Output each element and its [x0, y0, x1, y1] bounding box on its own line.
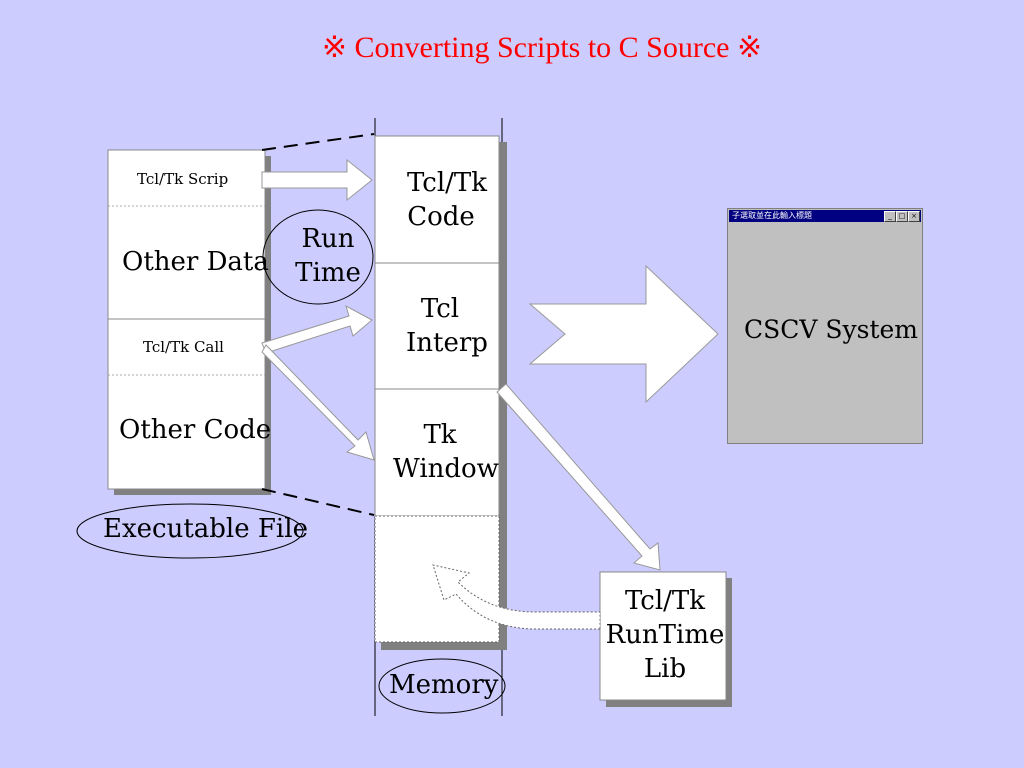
memory-code-line1: Tcl/Tk: [406, 168, 488, 198]
cscv-titlebar: 子選取並在此輸入標題: [729, 210, 921, 222]
executable-file-caption: Executable File: [103, 514, 308, 544]
memory-interp-line2: Interp: [406, 328, 488, 358]
tcl-tk-script-label: Tcl/Tk Scrip: [137, 170, 229, 188]
memory-caption: Memory: [389, 670, 499, 700]
arrow-to-cscv: [528, 264, 719, 404]
slide-title: ※ Converting Scripts to C Source ※: [321, 31, 763, 64]
cscv-window-title: 子選取並在此輸入標題: [732, 211, 812, 220]
runtime-ellipse: [262, 209, 374, 305]
zoom-line-bottom: [261, 488, 375, 516]
arrow-call-to-window: [261, 344, 375, 461]
tcl-tk-call-label: Tcl/Tk Call: [143, 338, 224, 356]
cscv-window: 子選取並在此輸入標題 _ □ × CSCV System: [727, 208, 923, 444]
arrow-call-to-interp: [261, 304, 373, 354]
arrow-interp-to-lib: [496, 383, 661, 571]
memory-interp-label: Tcl Interp: [392, 292, 502, 360]
memory-window-line2: Window: [393, 454, 499, 484]
runtime-label: Run Time: [286, 222, 370, 290]
runtime-lib-line3: Lib: [643, 654, 687, 684]
memory-box: [374, 135, 507, 650]
other-code-label: Other Code: [119, 415, 272, 445]
executable-file-box: [107, 149, 271, 495]
runtime-lib-label: Tcl/Tk RunTime Lib: [603, 584, 727, 686]
zoom-line-top: [261, 133, 375, 151]
runtime-lib-line2: RunTime: [605, 620, 725, 650]
memory-window-line1: Tk: [423, 420, 457, 450]
memory-interp-line1: Tcl: [420, 294, 460, 324]
runtime-lib-line1: Tcl/Tk: [624, 586, 706, 616]
runtime-label-line2: Time: [295, 258, 361, 288]
runtime-lib-box: [599, 571, 732, 707]
memory-caption-ellipse: [378, 658, 506, 714]
memory-window-label: Tk Window: [386, 418, 506, 486]
memory-code-label: Tcl/Tk Code: [392, 166, 502, 234]
executable-caption-ellipse: [76, 503, 304, 559]
maximize-icon: □: [896, 211, 908, 222]
runtime-label-line1: Run: [301, 224, 355, 254]
memory-code-line2: Code: [407, 202, 475, 232]
minimize-icon: _: [884, 211, 896, 222]
other-data-label: Other Data: [122, 247, 269, 277]
arrow-script-to-code: [261, 158, 373, 202]
close-icon: ×: [908, 211, 920, 222]
cscv-system-label: CSCV System: [744, 315, 919, 344]
arrow-lib-to-memory: [432, 564, 601, 630]
